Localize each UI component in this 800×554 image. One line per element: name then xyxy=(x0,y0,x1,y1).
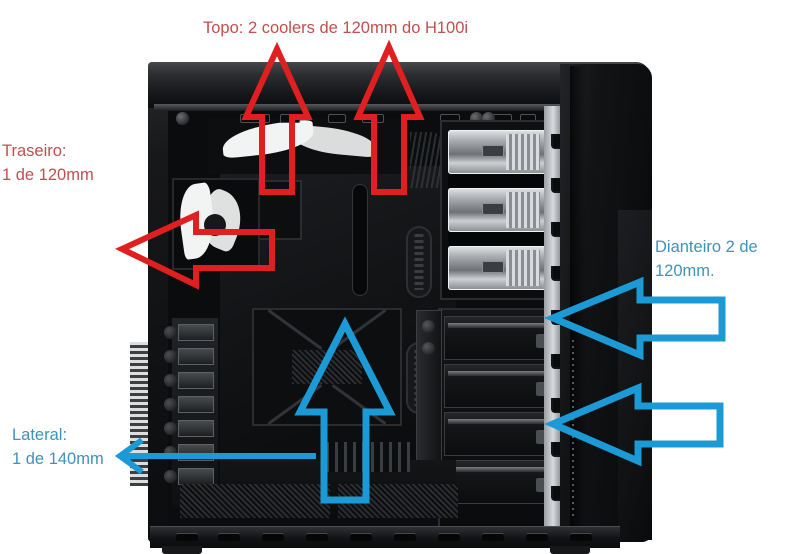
hdd-tray-4 xyxy=(444,460,550,504)
rear-io-mesh xyxy=(130,342,148,486)
optical-drive-cage xyxy=(440,120,554,300)
red-left-arrow-rear xyxy=(114,210,275,290)
red-up-arrow-1 xyxy=(241,41,313,195)
pc-case-photo xyxy=(120,60,680,554)
drive-bay-cover-3 xyxy=(448,246,546,290)
hdd-tray-1 xyxy=(444,316,550,360)
blue-line-arrow-lateral xyxy=(114,437,316,475)
case-top-inner-edge xyxy=(154,104,590,111)
front-bezel-shadow xyxy=(570,66,586,540)
floor-vent-mesh-left xyxy=(180,484,330,518)
front-bezel-chamfer xyxy=(618,210,652,540)
hdd-tray-3 xyxy=(444,412,550,456)
drive-bay-cover-1 xyxy=(448,130,546,174)
annotation-label-topo: Topo: 2 coolers de 120mm do H100i xyxy=(203,19,469,37)
annotation-label-traseiro: Traseiro: 1 de 120mm xyxy=(2,142,94,184)
case-foot-right xyxy=(550,546,590,554)
cable-cutout-top xyxy=(352,184,368,296)
blue-up-arrow-lateral xyxy=(294,316,396,504)
annotation-label-dianteiro: Dianteiro 2 de 120mm. xyxy=(655,238,758,280)
blue-left-arrow-front-1 xyxy=(543,276,726,361)
case-foot-left xyxy=(162,546,202,554)
red-up-arrow-2 xyxy=(353,39,425,195)
hdd-tray-2 xyxy=(444,364,550,408)
drive-bay-cover-2 xyxy=(448,188,546,232)
annotation-label-lateral: Lateral: 1 de 140mm xyxy=(12,426,104,468)
blue-left-arrow-front-2 xyxy=(544,382,724,467)
pci-expansion-slots xyxy=(164,318,218,508)
case-bottom-strip xyxy=(150,526,620,548)
rear-fan-120mm xyxy=(172,178,260,270)
cable-grommet-upper xyxy=(406,226,432,298)
